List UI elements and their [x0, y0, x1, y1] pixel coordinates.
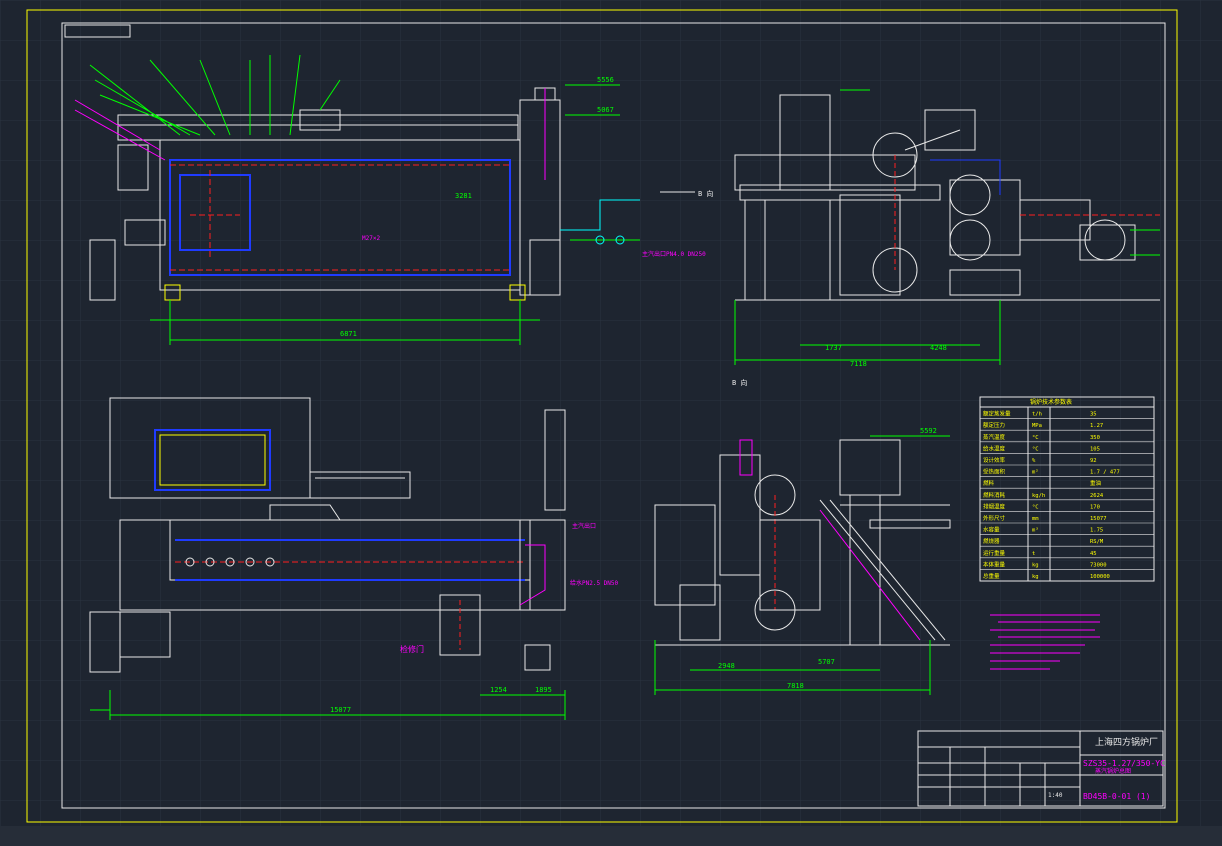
spec-row-unit: m³: [1032, 527, 1039, 534]
dim-side-mid: 4248: [930, 344, 947, 352]
spec-row-value: 15077: [1090, 516, 1107, 522]
spec-row-name: 外形尺寸: [983, 514, 1006, 522]
dim-plan-total: 15077: [330, 706, 351, 714]
spec-row-value: 92: [1090, 458, 1097, 464]
spec-row-name: 燃烧器: [983, 537, 1000, 545]
dim-plan-sub-2: 1895: [535, 686, 552, 694]
spec-row-value: 73000: [1090, 562, 1107, 568]
dim-right-height: 5592: [920, 427, 937, 435]
label-steam-outlet: 主汽出口: [572, 522, 596, 530]
spec-row-name: 燃料消耗: [983, 491, 1006, 499]
spec-row-value: 2624: [1090, 493, 1104, 499]
dim-front-height-1: 5556: [597, 76, 614, 84]
spec-row-unit: t/h: [1032, 412, 1042, 418]
spec-row-value: 45: [1090, 551, 1097, 557]
spec-row-unit: mm: [1032, 516, 1039, 522]
dim-side-total: 7118: [850, 360, 867, 368]
spec-table: 额定蒸发量 t/h 35 额定压力 MPa 1.27 蒸汽温度 °C 350 给水温度 °C 105 设…: [979, 396, 1155, 582]
spec-row-value: 350: [1090, 435, 1100, 441]
spec-row-value: 100000: [1090, 574, 1110, 580]
dim-right-sub-2: 5707: [818, 658, 835, 666]
front-elevation-view: [74, 54, 695, 345]
spec-row-unit: MPa: [1032, 423, 1042, 429]
bottom-bar: [0, 826, 1222, 846]
spec-row-value: 1.75: [1090, 528, 1103, 534]
spec-row-value: 35: [1090, 412, 1097, 418]
sheet-outer-border: [26, 9, 1178, 823]
spec-row-name: 水容量: [983, 526, 1000, 534]
corner-tag: [64, 24, 131, 38]
title-block-scale: 1:40: [1048, 792, 1063, 799]
spec-row-unit: °C: [1032, 435, 1039, 441]
spec-row-name: 总重量: [983, 572, 1000, 580]
spec-row-value: 170: [1090, 504, 1100, 510]
view-arrow-label: B 向: [698, 189, 713, 198]
label-m27: M27×2: [362, 235, 380, 242]
spec-row-unit: t: [1032, 551, 1035, 557]
spec-row-value: 重油: [1090, 479, 1102, 487]
spec-row-unit: m²: [1032, 469, 1039, 476]
spec-row-unit: °C: [1032, 504, 1039, 510]
notes-block: [990, 614, 1100, 670]
spec-row-name: 本体重量: [983, 560, 1006, 568]
title-block-company: 上海四方锅炉厂: [1095, 736, 1158, 748]
rear-elevation-view: [654, 435, 951, 695]
dim-front-inner: 3281: [455, 192, 472, 200]
label-main-steam-outlet: 主汽出口PN4.0 DN250: [642, 250, 706, 258]
label-inspection-door: 检修门: [400, 644, 424, 654]
title-block-drawing-no: BD45B-0-01 (1): [1083, 792, 1150, 801]
spec-row-name: 设计效率: [983, 456, 1006, 464]
spec-row-value: 1.7 / 477: [1090, 470, 1120, 476]
spec-table-header: 锅炉技术参数表: [1030, 398, 1072, 406]
side-elevation-view: [734, 89, 1160, 365]
label-feedwater: 给水PN2.5 DN50: [570, 579, 619, 587]
spec-row-name: 排烟温度: [983, 502, 1006, 510]
spec-row-name: 额定压力: [983, 421, 1005, 429]
spec-row-name: 燃料: [983, 479, 995, 487]
spec-row-unit: kg: [1032, 574, 1039, 580]
spec-row-name: 蒸汽温度: [983, 433, 1006, 441]
spec-row-name: 运行重量: [983, 549, 1006, 557]
spec-row-name: 给水温度: [983, 444, 1006, 452]
spec-row-value: 105: [1090, 446, 1100, 452]
dim-front-total: 6871: [340, 330, 357, 338]
spec-row-value: RS/M: [1090, 539, 1104, 545]
title-block-subtitle: 蒸汽锅炉总图: [1095, 767, 1131, 775]
dim-right-sub-1: 2948: [718, 662, 735, 670]
view-b-label: B 向: [732, 378, 747, 387]
spec-row-name: 受热面积: [983, 468, 1006, 476]
title-block-model: SZS35-1.27/350-YC: [1083, 759, 1165, 768]
spec-row-value: 1.27: [1090, 423, 1103, 429]
dim-front-height-2: 5067: [597, 106, 614, 114]
spec-row-unit: kg: [1032, 562, 1039, 568]
spec-row-name: 额定蒸发量: [983, 410, 1011, 418]
dim-plan-sub-1: 1254: [490, 686, 507, 694]
dim-right-total: 7818: [787, 682, 804, 690]
title-block: [917, 730, 1164, 807]
plan-view: [89, 397, 566, 720]
spec-row-unit: kg/h: [1032, 493, 1045, 499]
sheet-inner-frame: [61, 22, 1166, 809]
spec-row-unit: °C: [1032, 446, 1039, 452]
spec-row-unit: %: [1032, 458, 1036, 464]
dim-side-left: 1737: [825, 344, 842, 352]
